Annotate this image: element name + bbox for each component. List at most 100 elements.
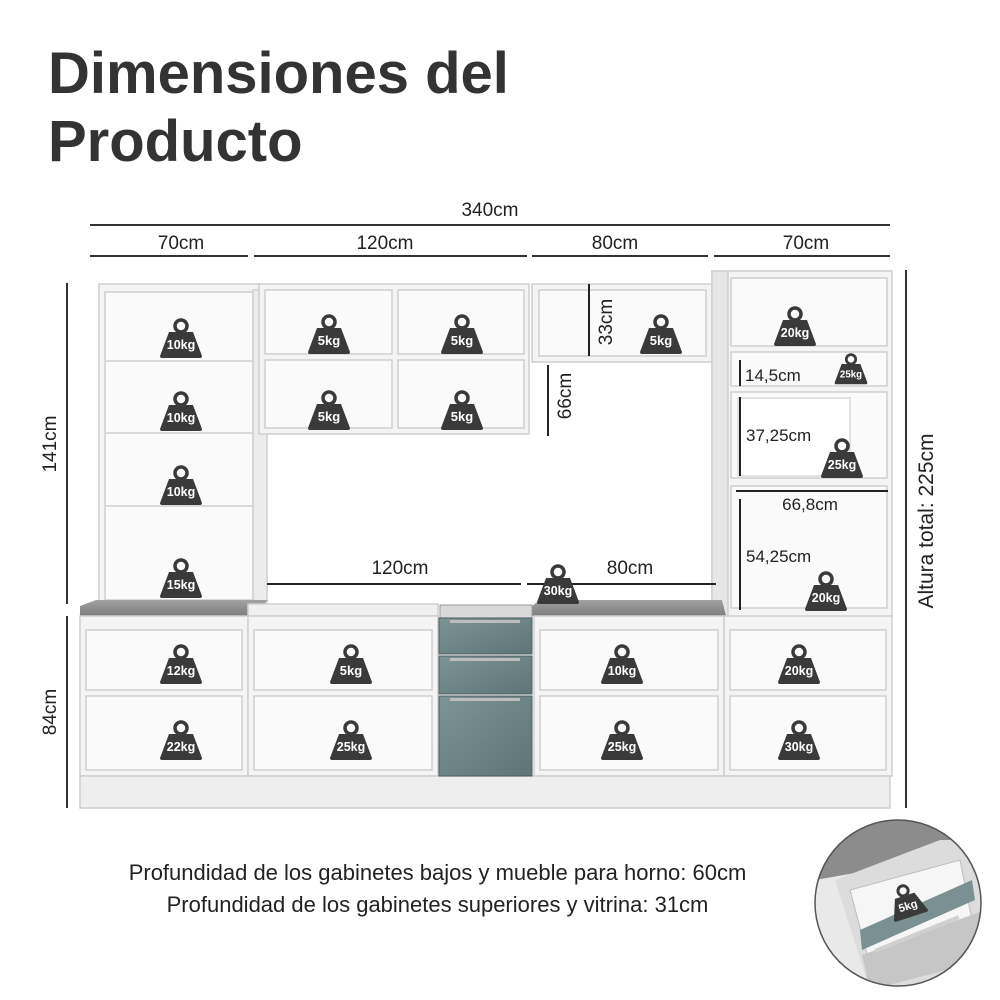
weight-icon-body	[441, 404, 483, 430]
total-height-label: Altura total: 225cm	[915, 433, 938, 608]
weight-icon: 10kg	[160, 391, 202, 431]
weight-icon: 25kg	[330, 720, 372, 760]
weight-icon-body	[160, 405, 202, 431]
weight-icon: 5kg	[330, 644, 372, 684]
weight-icon: 5kg	[308, 314, 350, 354]
detail-counter	[815, 820, 981, 880]
total-width-label: 340cm	[461, 200, 518, 221]
detail-drawer-front	[860, 880, 975, 950]
weight-icon-body	[160, 734, 202, 760]
weight-label: 5kg	[451, 333, 473, 348]
drawer-handle-3	[450, 698, 520, 701]
title-line-1: Dimensiones del	[48, 41, 509, 106]
weight-icon-body	[834, 363, 868, 385]
weight-icon: 25kg	[601, 720, 643, 760]
depth-note-upper: Profundidad de los gabinetes superiores …	[166, 892, 709, 917]
weight-icon-body	[778, 734, 820, 760]
weight-label: 12kg	[167, 664, 196, 678]
right-tower-side	[711, 270, 729, 618]
drawer-handle-1	[450, 620, 520, 623]
width-label-2: 120cm	[356, 233, 413, 254]
weight-label: 5kg	[340, 663, 362, 678]
weight-label: 25kg	[828, 458, 857, 472]
weight-icon-body	[441, 328, 483, 354]
weight-icon: 20kg	[774, 306, 816, 346]
weight-icons: 10kg 10kg 10kg 15kg 5kg 5kg 5kg 5kg 5kg 20kg 25kg 2…	[160, 306, 868, 760]
weight-icon: 30kg	[778, 720, 820, 760]
upper-gap-label: 66cm	[555, 373, 576, 419]
weight-icon: 10kg	[160, 465, 202, 505]
weight-icon-body	[160, 479, 202, 505]
weight-label: 5kg	[650, 333, 672, 348]
counter-white	[247, 603, 439, 617]
weight-label: 30kg	[544, 584, 573, 598]
weight-label: 20kg	[781, 326, 810, 340]
height-dimensions	[66, 270, 907, 808]
weight-icon-body	[601, 658, 643, 684]
weight-label: 15kg	[167, 578, 196, 592]
weight-label: 10kg	[167, 411, 196, 425]
weight-icon-body	[160, 332, 202, 358]
weight-icon: 5kg	[308, 390, 350, 430]
weight-label: 25kg	[608, 740, 637, 754]
right-shelf-2-label: 37,25cm	[746, 426, 811, 445]
weight-icon: 10kg	[601, 644, 643, 684]
weight-icon-body	[308, 328, 350, 354]
weight-icon-body	[308, 404, 350, 430]
page-title: Dimensiones del Producto	[48, 40, 648, 176]
weight-label: 30kg	[785, 740, 814, 754]
width-label-4: 70cm	[783, 233, 829, 254]
drawer-detail: 5kg	[814, 819, 982, 987]
weight-label: 10kg	[167, 485, 196, 499]
right-width-label: 66,8cm	[782, 495, 838, 514]
weight-icon: 20kg	[805, 571, 847, 611]
right-shelf-1-label: 14,5cm	[745, 366, 801, 385]
title-line-2: Producto	[48, 109, 303, 174]
drawer-front-1	[438, 617, 533, 655]
weight-icon-body	[893, 892, 929, 922]
weight-label: 25kg	[337, 740, 366, 754]
tv-width-120-label: 120cm	[371, 558, 428, 579]
weight-icon-ring	[550, 564, 566, 580]
right-cell-4	[730, 485, 888, 609]
plinth	[79, 775, 891, 809]
weight-label: 20kg	[785, 664, 814, 678]
lower-height-label: 84cm	[40, 689, 61, 735]
width-label-1: 70cm	[158, 233, 204, 254]
weight-icon: 30kg	[537, 564, 579, 604]
right-shelf-3-label: 54,25cm	[746, 547, 811, 566]
weight-label: 5kg	[318, 333, 340, 348]
drawer-unit-top	[439, 604, 533, 619]
countertop-right	[532, 600, 726, 616]
weight-icon: 12kg	[160, 644, 202, 684]
weight-icon: 10kg	[160, 318, 202, 358]
weight-icon-body	[774, 320, 816, 346]
weight-label: 5kg	[451, 409, 473, 424]
weight-icon: 22kg	[160, 720, 202, 760]
countertop-left	[80, 600, 268, 616]
weight-icon-body	[778, 658, 820, 684]
weight-label: 5kg	[318, 409, 340, 424]
width-dimensions	[90, 224, 890, 257]
weight-icon: 5kg	[640, 314, 682, 354]
weight-icon-body	[160, 658, 202, 684]
upper-height-label: 141cm	[40, 415, 61, 472]
weight-label: 10kg	[167, 338, 196, 352]
detail-handle	[874, 915, 960, 953]
weight-icon: 15kg	[160, 558, 202, 598]
depth-note-lower: Profundidad de los gabinetes bajos y mue…	[128, 860, 747, 885]
weight-icon-body	[330, 734, 372, 760]
weight-icon: 25kg	[821, 438, 863, 478]
detail-circle-border	[814, 819, 982, 987]
tv-width-80-label: 80cm	[607, 558, 653, 579]
weight-icon-body	[640, 328, 682, 354]
weight-label: 25kg	[840, 369, 862, 380]
weight-icon: 5kg	[893, 884, 929, 922]
weight-icon: 25kg	[834, 353, 868, 385]
weight-icon: 20kg	[778, 644, 820, 684]
weight-icon-body	[805, 585, 847, 611]
weight-icon-body	[601, 734, 643, 760]
weight-icon-body	[330, 658, 372, 684]
weight-label: 5kg	[897, 898, 919, 915]
